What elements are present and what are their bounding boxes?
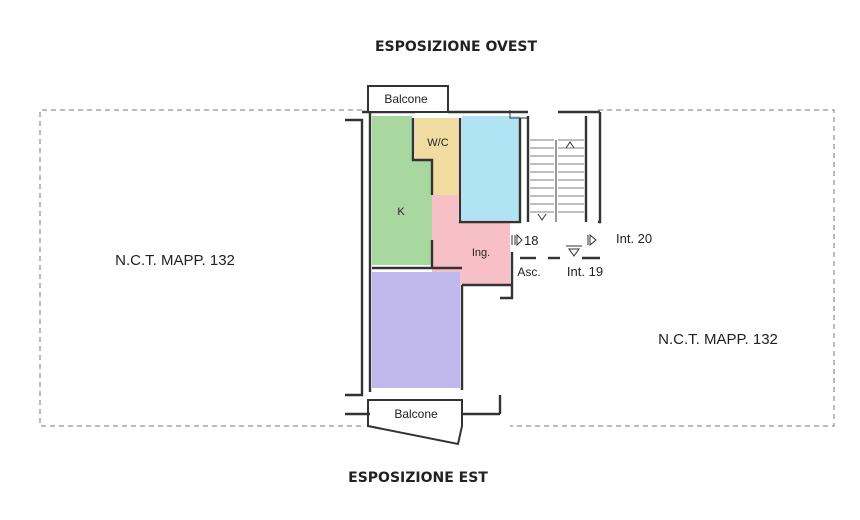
wall — [500, 252, 514, 300]
balcony-label-top: Balcone — [384, 92, 428, 106]
parcel-label-right: N.C.T. MAPP. 132 — [658, 331, 778, 348]
room-label-entrance: Ing. — [472, 247, 490, 259]
blue-room — [462, 116, 520, 220]
unit-label-18: 18 — [524, 233, 538, 248]
balcony-bottom — [367, 399, 463, 446]
wall — [458, 118, 522, 224]
door-icon — [511, 233, 523, 247]
door-icon — [587, 233, 597, 247]
room-label-kitchen: K — [397, 206, 405, 218]
room-label-wc: W/C — [427, 137, 448, 149]
balcony-label-bottom: Balcone — [394, 407, 438, 421]
wall — [411, 118, 434, 195]
wall — [345, 118, 364, 397]
parcel-label-left: N.C.T. MAPP. 132 — [115, 252, 235, 269]
property-boundary — [39, 109, 362, 427]
heading-bottom: ESPOSIZIONE EST — [348, 470, 488, 486]
heading-top: ESPOSIZIONE OVEST — [375, 39, 538, 55]
property-boundary — [510, 109, 835, 427]
unit-label-19: Int. 19 — [567, 264, 603, 279]
stair-arrow-icon — [537, 213, 547, 221]
balcony-top — [367, 85, 449, 113]
entrance-room — [432, 195, 510, 285]
unit-label-20: Int. 20 — [616, 231, 652, 246]
wall — [598, 112, 602, 224]
kitchen-room — [372, 116, 432, 265]
door-icon — [566, 245, 582, 257]
purple-room — [372, 272, 460, 388]
room-label-lift: Asc. — [517, 265, 540, 279]
stair-treads — [530, 139, 584, 213]
wc-room — [415, 118, 458, 195]
wall — [509, 110, 528, 119]
stair-arrow-icon — [565, 141, 575, 149]
